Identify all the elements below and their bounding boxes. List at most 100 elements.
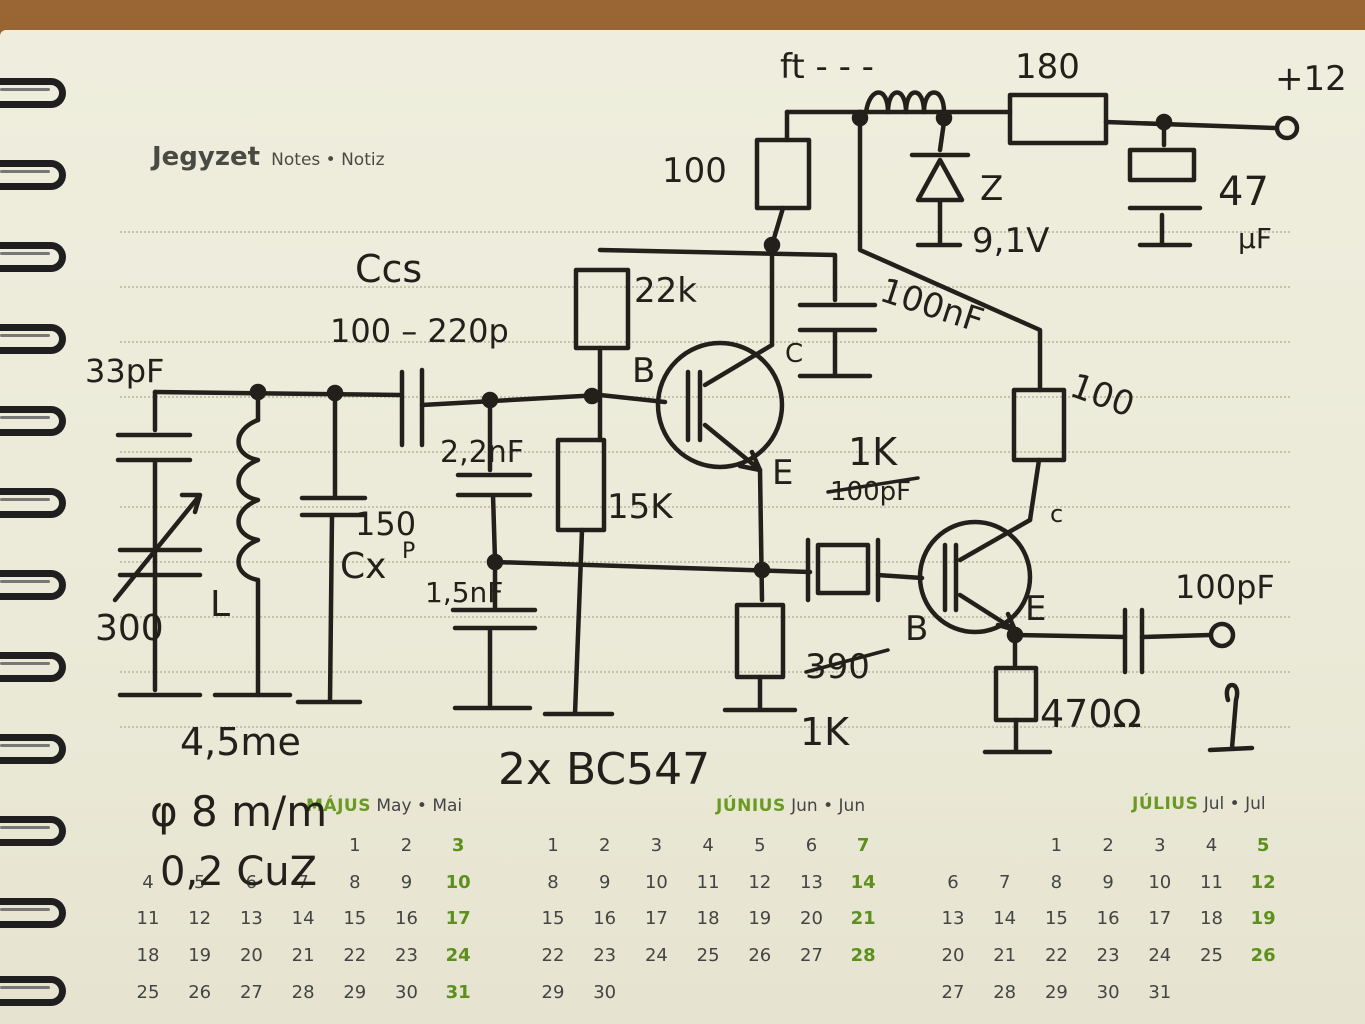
junction-dot xyxy=(1006,626,1024,644)
ruled-line xyxy=(120,506,1290,508)
calendar-day: 18 xyxy=(1200,908,1223,929)
calendar-day: 28 xyxy=(993,982,1017,1003)
label-1k-bottom: 1K xyxy=(800,710,850,754)
calendar-day: 6 xyxy=(805,835,818,856)
binding-ring xyxy=(0,570,66,600)
label-cap-47-unit: μF xyxy=(1238,222,1272,255)
capacitor-33pf xyxy=(115,432,193,693)
calendar-day: 20 xyxy=(239,945,263,966)
label-100pf-out: 100pF xyxy=(1175,568,1275,606)
ruled-line xyxy=(120,726,1290,728)
resistor-15k xyxy=(555,437,607,533)
calendar-day: 11 xyxy=(696,872,720,893)
label-22k: 22k xyxy=(634,271,697,311)
calendar-day: 11 xyxy=(1200,872,1223,893)
supply-terminal xyxy=(1274,115,1300,141)
zener-diode xyxy=(909,152,971,248)
calendar-day: 19 xyxy=(1250,908,1276,929)
ruled-line xyxy=(120,286,1290,288)
calendar-day: 17 xyxy=(445,908,471,929)
label-inductor-l: L xyxy=(210,584,230,625)
wire xyxy=(875,572,925,581)
calendar-day: 18 xyxy=(136,945,160,966)
calendar-day: 22 xyxy=(343,945,367,966)
calendar-day: 10 xyxy=(1148,872,1172,893)
junction-dot xyxy=(763,236,781,254)
capacitor-100nf xyxy=(797,302,878,379)
ruled-line xyxy=(120,396,1290,398)
page-subtitle: Notes • Notiz xyxy=(271,150,385,170)
calendar-day: 8 xyxy=(547,872,559,893)
label-collector-1: C xyxy=(785,339,803,369)
calendar-day: 17 xyxy=(1148,908,1172,929)
binding-ring xyxy=(0,816,66,846)
label-15k: 15K xyxy=(607,487,674,527)
wire xyxy=(982,717,1053,755)
junction-dot xyxy=(486,553,504,571)
page-heading: Jegyzet Notes • Notiz xyxy=(152,142,385,172)
calendar-day: 29 xyxy=(343,982,367,1003)
calendar-day: 19 xyxy=(188,945,212,966)
wire xyxy=(1027,457,1042,523)
resistor-100-right xyxy=(1011,387,1067,463)
calendar-day: 9 xyxy=(400,872,413,893)
calendar-day: 10 xyxy=(445,872,471,893)
junction-dot xyxy=(851,109,869,127)
label-1k-top: 1K xyxy=(848,430,898,474)
binding-ring xyxy=(0,406,66,436)
label-struck-100pf: 100pF xyxy=(830,477,911,507)
calendar-day: 1 xyxy=(1050,835,1063,856)
calendar-day: 28 xyxy=(850,945,876,966)
binding-ring xyxy=(0,242,66,272)
calendar-day: 1 xyxy=(547,835,559,856)
calendar-day: 7 xyxy=(297,872,309,893)
calendar-day: 14 xyxy=(993,908,1017,929)
wire xyxy=(542,527,615,717)
calendar-day: 12 xyxy=(1250,872,1276,893)
resistor-22k xyxy=(573,267,631,351)
wire xyxy=(419,392,668,408)
ruled-line xyxy=(120,671,1290,673)
calendar-day: 28 xyxy=(291,982,315,1003)
calendar-day: 24 xyxy=(445,945,471,966)
label-2-2nf: 2,2nF xyxy=(440,435,524,470)
binding-ring xyxy=(0,652,66,682)
calendar-day: 30 xyxy=(395,982,418,1003)
month-name-hu: JÚNIUS xyxy=(716,796,786,816)
calendar-day: 29 xyxy=(1044,982,1068,1003)
calendar-day: 17 xyxy=(644,908,668,929)
label-ccs: Ccs xyxy=(355,247,422,291)
calendar-day: 2 xyxy=(1102,835,1114,856)
output-terminal xyxy=(1208,621,1236,649)
label-100-top: 100 xyxy=(662,151,727,191)
binding-ring xyxy=(0,898,66,928)
calendar-day: 2 xyxy=(400,835,413,856)
binding-ring xyxy=(0,324,66,354)
calendar-day: 1 xyxy=(349,835,361,856)
label-cx-unit: P xyxy=(402,539,415,564)
calendar-day: 4 xyxy=(1205,835,1218,856)
label-struck-390: 390 xyxy=(805,647,870,687)
calendar-day: 20 xyxy=(800,908,823,929)
wire xyxy=(597,247,838,303)
calendar-day: 22 xyxy=(1044,945,1068,966)
crystal-1k xyxy=(815,542,871,596)
calendar-day: 20 xyxy=(941,945,965,966)
calendar-day: 8 xyxy=(1050,872,1063,893)
month-name-en-de: May • Mai xyxy=(376,796,463,816)
diameter-note: φ 8 m/m xyxy=(150,787,327,836)
calendar-day: 26 xyxy=(1250,945,1276,966)
calendar-day: 27 xyxy=(941,982,965,1003)
capacitor-1-5nf xyxy=(450,607,538,711)
ruled-line xyxy=(120,451,1290,453)
transistor-1-base xyxy=(685,369,703,443)
month-name-en-de: Jul • Jul xyxy=(1203,794,1266,814)
calendar-day: 29 xyxy=(541,982,565,1003)
transistor-1-collector xyxy=(702,342,775,388)
calendar-day: 26 xyxy=(748,945,772,966)
capacitor-100pf-out xyxy=(1122,607,1145,675)
junction-dot xyxy=(249,383,267,401)
calendar-day: 15 xyxy=(541,908,565,929)
month-header: JÚNIUS Jun • Jun xyxy=(716,796,865,816)
